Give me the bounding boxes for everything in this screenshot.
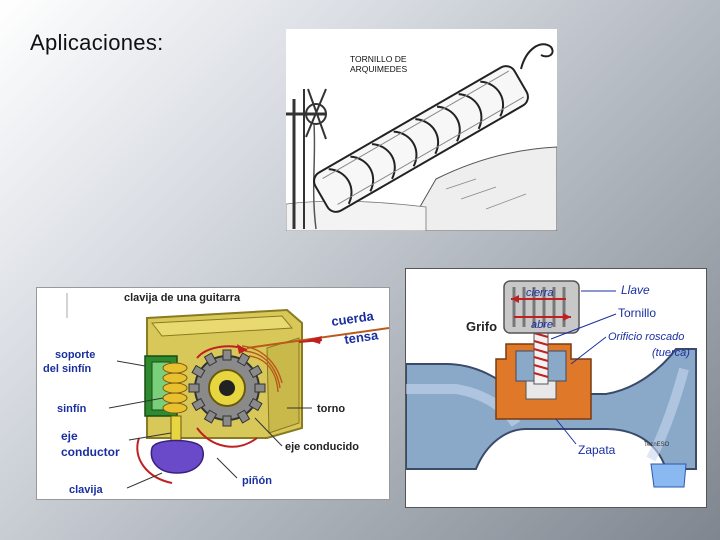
slide-title: Aplicaciones: (30, 30, 164, 55)
label-zapata: Zapata (578, 443, 616, 457)
label-pinon: piñón (242, 475, 272, 487)
archimedes-screw-illustration: TORNILLO DE ARQUIMEDES (286, 29, 557, 231)
label-tornillo: Tornillo (618, 306, 656, 320)
label-soporte-line2: del sinfín (43, 363, 92, 375)
label-torno: torno (317, 403, 345, 415)
water-tap-diagram: cierra abre Llave Tornillo Orificio rosc… (405, 268, 707, 508)
label-eje-conductor-line1: eje (61, 429, 78, 443)
label-tensa: tensa (343, 327, 379, 347)
guitar-peg-diagram: clavija de una guitarra cuerda tensa sop… (36, 287, 390, 500)
label-cierra: cierra (526, 287, 554, 299)
brand-mark: TecnESO (644, 442, 670, 448)
label-eje-conductor-line2: conductor (61, 445, 120, 459)
label-soporte-line1: soporte (55, 349, 95, 361)
label-eje-conducido: eje conducido (285, 441, 359, 453)
guitar-title: clavija de una guitarra (124, 292, 241, 304)
archimedes-label-line2: ARQUIMEDES (350, 64, 407, 74)
label-orificio-line1: Orificio roscado (608, 331, 684, 343)
label-sinfin: sinfín (57, 403, 87, 415)
label-grifo: Grifo (466, 319, 497, 334)
label-llave: Llave (621, 283, 650, 297)
label-clavija: clavija (69, 484, 104, 496)
label-cuerda: cuerda (330, 308, 375, 329)
label-abre: abre (531, 319, 553, 331)
archimedes-label-line1: TORNILLO DE (350, 54, 407, 64)
label-orificio-line2: (tuerca) (652, 347, 690, 359)
